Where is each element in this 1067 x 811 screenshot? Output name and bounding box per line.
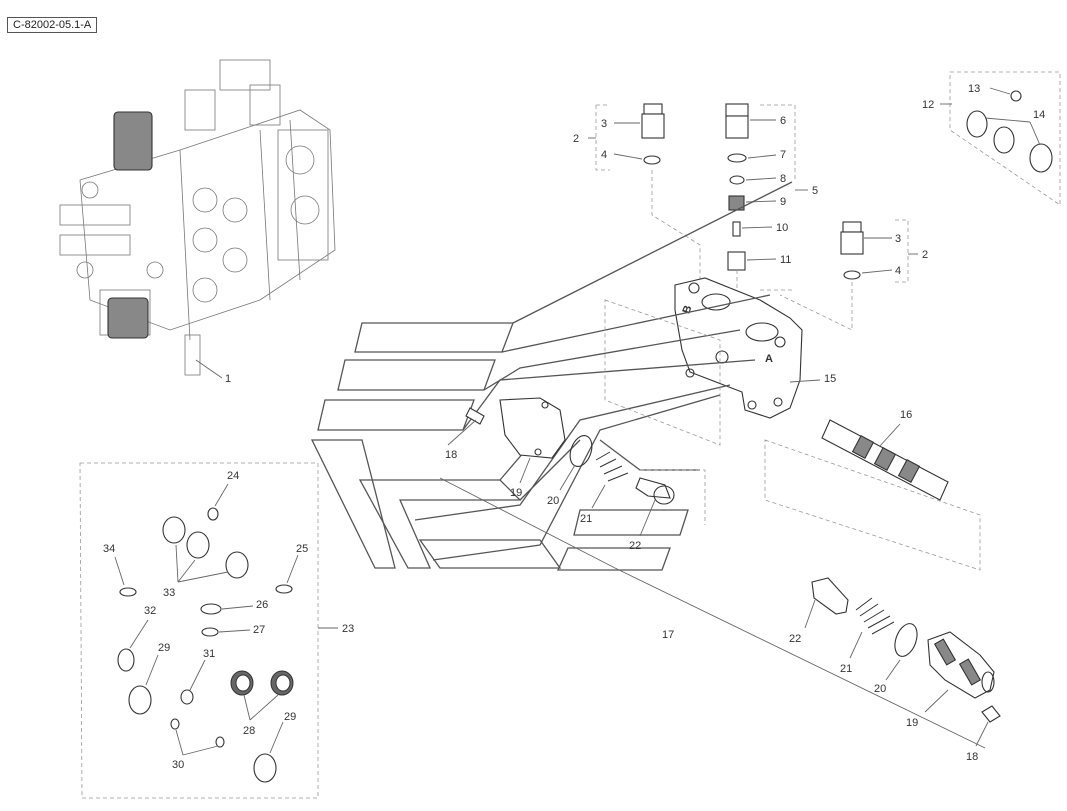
port-b-label: B	[681, 304, 695, 316]
callout-33: 33	[163, 587, 175, 599]
o-ring-20-center	[569, 435, 593, 467]
callout-15: 15	[824, 373, 836, 385]
part-11	[727, 251, 746, 271]
reference-code-label: C-82002-05.1-A	[7, 17, 98, 33]
spring-21-right	[855, 597, 895, 635]
callout-5: 5	[812, 185, 818, 197]
seal-kit-rings	[117, 507, 293, 783]
group-outline-5	[760, 104, 796, 291]
callout-23: 23	[342, 623, 354, 635]
callout-21-right: 21	[840, 663, 852, 675]
callout-4-right: 4	[895, 265, 901, 277]
callout-13: 13	[968, 83, 980, 95]
cap-19-right	[927, 631, 995, 699]
callout-30: 30	[172, 759, 184, 771]
o-ring-4-right	[843, 270, 861, 280]
poppet-22-right	[811, 577, 849, 615]
callout-25: 25	[296, 543, 308, 555]
ring-14b	[993, 126, 1015, 154]
o-ring-4-upper	[643, 155, 661, 165]
spring-21-center	[595, 451, 629, 482]
port-a-label: A	[765, 353, 773, 365]
callout-32: 32	[144, 605, 156, 617]
callout-6: 6	[780, 115, 786, 127]
callout-11: 11	[780, 254, 791, 266]
o-ring-20-right	[894, 623, 918, 657]
callout-2-upper: 2	[573, 133, 579, 145]
group-outline-12	[949, 71, 1061, 206]
spring-10	[732, 221, 741, 237]
callout-16: 16	[900, 409, 912, 421]
ring-14a	[966, 110, 988, 138]
callout-14: 14	[1033, 109, 1045, 121]
o-ring-7	[727, 153, 747, 163]
callout-27: 27	[253, 624, 265, 636]
callout-24: 24	[227, 470, 239, 482]
callout-22-right: 22	[789, 633, 801, 645]
callout-22-center: 22	[629, 540, 641, 552]
group-outline-2a	[595, 104, 610, 171]
valve-section-body-15	[674, 277, 803, 419]
valve-assembly-drawing	[59, 59, 336, 376]
callout-19-center: 19	[510, 487, 522, 499]
seal-28	[230, 670, 294, 696]
callout-34: 34	[103, 543, 115, 555]
spool-16	[821, 419, 949, 501]
callout-3-right: 3	[895, 233, 901, 245]
group-outline-2b	[895, 219, 909, 283]
assembly-plates	[310, 181, 793, 571]
poppet-22-center	[635, 477, 675, 505]
callout-2-right: 2	[922, 249, 928, 261]
callout-20-right: 20	[874, 683, 886, 695]
callout-21-center: 21	[580, 513, 592, 525]
callout-18-center: 18	[445, 449, 457, 461]
o-ring-8	[729, 175, 745, 185]
callout-29-upper: 29	[158, 642, 170, 654]
callout-10: 10	[776, 222, 788, 234]
callout-9: 9	[780, 196, 786, 208]
screw-18-right	[981, 705, 1001, 723]
callout-7: 7	[780, 149, 786, 161]
callout-8: 8	[780, 173, 786, 185]
spool-cap-drawing	[107, 111, 153, 339]
callout-31: 31	[203, 648, 215, 660]
plug-3-right	[840, 221, 864, 255]
callout-18-right: 18	[966, 751, 978, 763]
callout-20-center: 20	[547, 495, 559, 507]
callout-1: 1	[225, 373, 231, 385]
callout-4-upper: 4	[601, 149, 607, 161]
group-outline-23	[79, 462, 319, 799]
plug-3-upper	[641, 103, 665, 139]
ring-14c	[1029, 143, 1053, 173]
callout-19-right: 19	[906, 717, 918, 729]
ring-13	[1010, 90, 1022, 102]
callout-28: 28	[243, 725, 255, 737]
cap-19-center	[499, 397, 566, 459]
plug-6	[725, 103, 749, 139]
callout-17: 17	[662, 629, 674, 641]
callout-12: 12	[922, 99, 934, 111]
callout-26: 26	[256, 599, 268, 611]
callout-29-lower: 29	[284, 711, 296, 723]
screw-18-center	[465, 407, 485, 425]
callout-3-upper: 3	[601, 118, 607, 130]
